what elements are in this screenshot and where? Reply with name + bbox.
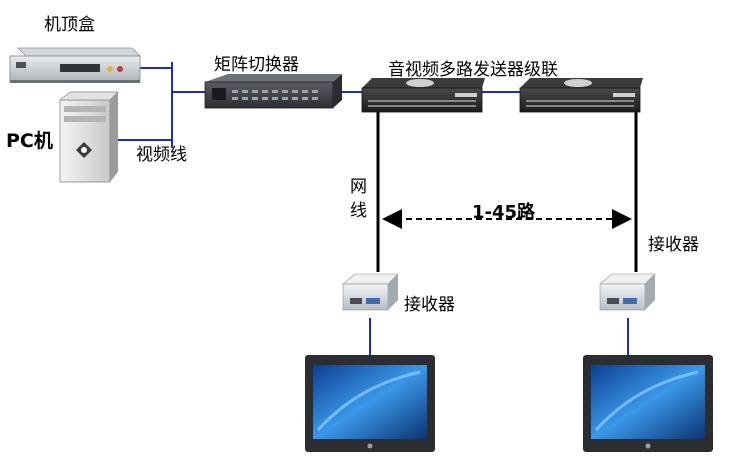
range-label: 1-45路 bbox=[472, 202, 536, 223]
set-top-box-icon bbox=[9, 47, 141, 83]
receiver-icon bbox=[599, 273, 656, 311]
video-cable-label: 视频线 bbox=[136, 145, 187, 165]
receiver-label-right: 接收器 bbox=[648, 235, 699, 255]
pc-tower-icon bbox=[58, 91, 119, 183]
receiver-label-left: 接收器 bbox=[404, 295, 455, 315]
matrix-switcher-icon bbox=[204, 74, 342, 109]
monitor-icon bbox=[305, 355, 435, 452]
network-cable-label-1: 网 bbox=[350, 177, 367, 197]
av-sender-icon bbox=[519, 78, 643, 113]
av-sender-icon bbox=[361, 78, 485, 113]
set-top-box-label: 机顶盒 bbox=[44, 15, 95, 35]
video-cable-lines bbox=[110, 62, 629, 355]
pc-label: PC机 bbox=[6, 130, 53, 152]
monitor-icon bbox=[583, 355, 713, 452]
av-sender-cascade-label: 音视频多路发送器级联 bbox=[388, 60, 558, 80]
network-cable-label-2: 线 bbox=[350, 201, 367, 221]
matrix-switcher-label: 矩阵切换器 bbox=[214, 55, 299, 75]
network-cable-lines bbox=[376, 112, 638, 272]
receiver-icon bbox=[342, 273, 399, 311]
